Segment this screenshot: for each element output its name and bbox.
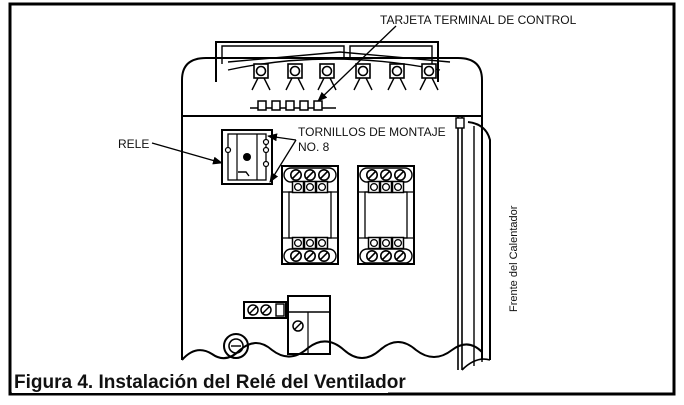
screw-leader-bottom (269, 139, 297, 183)
junction-box (287, 295, 331, 355)
screws-label-line1: TORNILLOS DE MONTAJE (298, 125, 446, 139)
relay-label: RELE (118, 137, 149, 151)
figure-caption: Figura 4. Instalación del Relé del Venti… (14, 372, 406, 393)
control-board-label: TARJETA TERMINAL DE CONTROL (380, 13, 577, 27)
terminal-block-left (281, 165, 339, 265)
ground-lug (223, 333, 249, 359)
relay-leader (151, 142, 223, 165)
heater-front-label: Frente del Calentador (508, 205, 520, 312)
torn-bottom-edge (181, 340, 483, 361)
heater-front-panel (455, 116, 491, 371)
top-blower-housing (215, 41, 451, 91)
figure-frame (8, 2, 676, 396)
control-board-leader (317, 25, 397, 102)
relay (221, 129, 273, 185)
cabinet-housing (181, 57, 483, 360)
screws-label-line2: NO. 8 (298, 140, 330, 154)
control-terminal-strip (250, 100, 336, 111)
screw-leader-top (267, 133, 297, 142)
terminal-block-right (357, 165, 415, 265)
caption-backing (12, 366, 388, 393)
lower-terminal-strip (243, 301, 287, 319)
